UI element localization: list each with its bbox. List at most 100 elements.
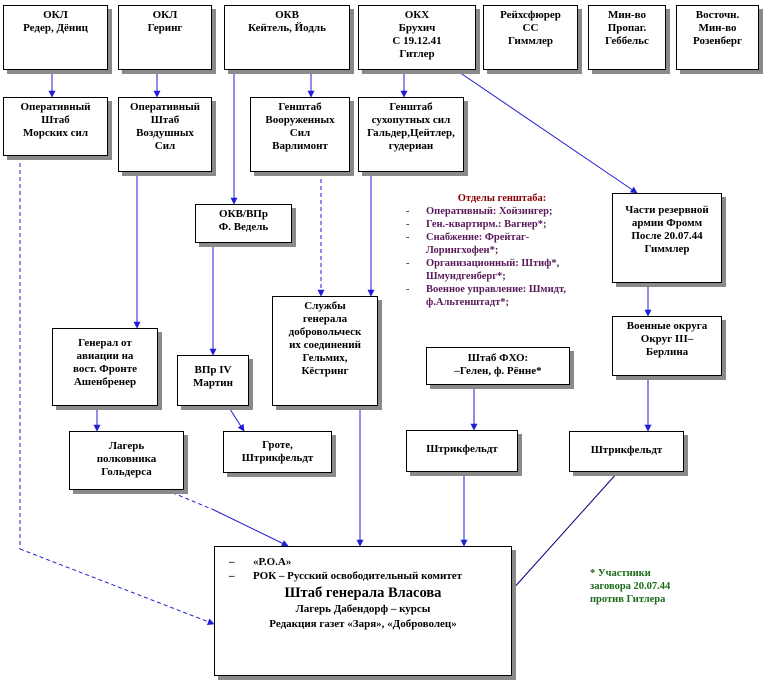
department-item: Оперативный: Хойзингер;	[404, 205, 600, 218]
navy-staff-box: Оперативный Штаб Морских сил	[3, 97, 108, 156]
volunteer-services-box: Службы генерала добровольческ их соедине…	[272, 296, 378, 406]
ground-staff-line-3: Гальдер,Цейтлер,	[367, 127, 455, 139]
departments-title: Отделы генштаба:	[457, 193, 547, 204]
conspiracy-footnote: * Участники заговора 20.07.44 против Гит…	[590, 567, 730, 606]
military-districts-box: Военные округа Округ III– Берлина	[612, 316, 722, 376]
navy-staff-line-3: Морских сил	[22, 127, 89, 139]
armed-staff-line-4: Варлимонт	[272, 140, 328, 152]
reserve-army-box: Части резервной армии Фромм После 20.07.…	[612, 193, 722, 283]
okv-names: Кейтель, Йодль	[248, 22, 326, 34]
strikfeldt-districts-box: Штрикфельдт	[569, 431, 684, 472]
vpr4-box: ВПр IV Мартин	[177, 355, 249, 406]
propaganda-line-2: Пропаг.	[607, 22, 647, 34]
air-staff-line-3: Воздушных	[136, 127, 194, 139]
general-staff-departments: Отделы генштаба: Оперативный: Хойзингер;…	[404, 192, 600, 309]
services-line-1: Службы	[304, 300, 346, 312]
fho-title: Штаб ФХО:	[467, 352, 529, 364]
footnote-line-1: * Участники	[590, 568, 651, 579]
reserve-line-2: армии Фромм	[631, 217, 703, 229]
okh-name-2: Гитлер	[399, 48, 435, 60]
okl-air-names: Геринг	[147, 22, 183, 34]
okv-vpr-title: ОКВ/ВПр	[219, 208, 268, 220]
okl-navy-names: Редер, Дёниц	[23, 22, 88, 34]
general-line-2: авиации на	[76, 350, 134, 362]
east-line-1: Восточн.	[695, 9, 740, 21]
services-line-4: их соединений	[289, 339, 361, 351]
departments-list: Оперативный: Хойзингер; Ген.-квартирм.: …	[404, 205, 600, 309]
okl-navy-box: ОКЛ Редер, Дёниц	[3, 5, 108, 70]
grote-line-2: Штрикфельдт	[241, 452, 314, 464]
department-item: Военное управление: Шмидт, ф.Альтенштадт…	[404, 283, 600, 309]
ground-staff-line-2: сухопутных сил	[371, 114, 451, 126]
strikfeldt-fho-box: Штрикфельдт	[406, 430, 518, 472]
fho-staff-box: Штаб ФХО: –Гелен, ф. Рённе*	[426, 347, 570, 385]
strik2-name: Штрикфельдт	[590, 444, 663, 456]
general-volunteers-box: Генерал от авиации на вост. Фронте Ашенб…	[52, 328, 158, 406]
main-bullet-text: РОК – Русский освободительный комитет	[253, 570, 463, 582]
arrow-camp-main	[165, 489, 215, 511]
reichsfuhrer-name: Гиммлер	[507, 35, 554, 47]
ground-staff-line-1: Генштаб	[389, 101, 433, 113]
armed-staff-line-1: Генштаб	[278, 101, 322, 113]
districts-line-3: Берлина	[645, 346, 689, 358]
vlasov-staff-box: –«Р.О.А» –РОК – Русский освободительный …	[214, 546, 512, 676]
propaganda-name: Геббельс	[605, 35, 649, 47]
department-item: Ген.-квартирм.: Вагнер*;	[404, 218, 600, 231]
main-bullet: –«Р.О.А»	[229, 556, 292, 568]
navy-staff-line-2: Штаб	[41, 114, 70, 126]
grote-box: Гроте, Штрикфельдт	[223, 431, 332, 473]
link-strik2-main	[511, 471, 619, 591]
reserve-line-3: После 20.07.44	[631, 230, 703, 242]
air-staff-line-2: Штаб	[150, 114, 180, 126]
arrow-navy-main-2	[19, 548, 215, 625]
propaganda-box: Мин-во Пропаг. Геббельс	[588, 5, 666, 70]
arrow-vpr4-grote	[227, 405, 245, 432]
okh-date: С 19.12.41	[392, 35, 442, 47]
main-bullet: –РОК – Русский освободительный комитет	[229, 570, 463, 582]
okv-title: ОКВ	[275, 9, 299, 21]
okh-title: ОКХ	[404, 9, 430, 21]
air-staff-line-4: Сил	[154, 140, 176, 152]
general-line-1: Генерал от	[78, 337, 132, 349]
east-ministry-box: Восточн. Мин-во Розенберг	[676, 5, 759, 70]
districts-line-1: Военные округа	[626, 320, 708, 332]
air-staff-box: Оперативный Штаб Воздушных Сил	[118, 97, 212, 172]
propaganda-line-1: Мин-во	[607, 9, 647, 21]
ground-staff-line-4: гудериан	[388, 140, 434, 152]
main-line: Редакция газет «Заря», «Доброволец»	[269, 618, 457, 630]
armed-staff-line-2: Вооруженных	[265, 114, 335, 126]
department-item: Организационный: Штиф*, Шмундгенберг*;	[404, 257, 600, 283]
department-item: Снабжение: Фрейтаг-Лорингхофен*;	[404, 231, 600, 257]
armed-staff-line-3: Сил	[289, 127, 311, 139]
services-line-5: Гельмих,	[302, 352, 348, 364]
main-line: Лагерь Дабендорф – курсы	[295, 603, 431, 615]
general-line-4: Ашенбренер	[73, 376, 137, 388]
air-staff-line-1: Оперативный	[129, 101, 201, 113]
okh-name-1: Брухич	[398, 22, 436, 34]
main-bullet-text: «Р.О.А»	[253, 556, 292, 568]
services-line-3: добровольческ	[288, 326, 362, 338]
fho-names: –Гелен, ф. Рённе*	[454, 365, 542, 377]
okv-vpr-name: Ф. Ведель	[218, 221, 269, 233]
grote-line-1: Гроте,	[262, 439, 293, 451]
reichsfuhrer-title: Рейхсфюрер	[500, 9, 561, 21]
arrow-okh-reserve	[455, 69, 638, 194]
reserve-line-1: Части резервной	[625, 204, 709, 216]
camp-line-2: полковника	[96, 453, 157, 465]
footnote-line-2: заговора 20.07.44	[590, 581, 671, 592]
arrow-camp-main-2	[213, 509, 289, 547]
okl-air-box: ОКЛ Геринг	[118, 5, 212, 70]
services-line-6: Кёстринг	[301, 365, 349, 377]
armed-forces-staff-box: Генштаб Вооруженных Сил Варлимонт	[250, 97, 350, 172]
districts-line-2: Округ III–	[640, 333, 694, 345]
strik1-name: Штрикфельдт	[426, 443, 498, 455]
camp-line-3: Гольдерса	[101, 466, 152, 478]
okl-air-title: ОКЛ	[152, 9, 178, 21]
reichsfuhrer-box: Рейхсфюрер СС Гиммлер	[483, 5, 578, 70]
ground-staff-box: Генштаб сухопутных сил Гальдер,Цейтлер, …	[358, 97, 464, 172]
okv-vpr-box: ОКВ/ВПр Ф. Ведель	[195, 204, 292, 243]
east-line-2: Мин-во	[698, 22, 737, 34]
reichsfuhrer-ss: СС	[522, 22, 539, 34]
footnote-line-3: против Гитлера	[590, 594, 666, 605]
